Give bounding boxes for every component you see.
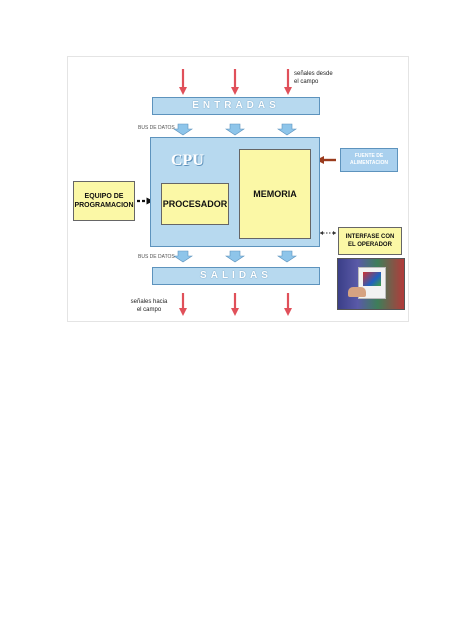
cpu-box: CPU PROCESADOR MEMORIA: [150, 137, 320, 247]
power-supply-box: FUENTE DE ALIMENTACION: [340, 148, 398, 172]
programming-box: EQUIPO DE PROGRAMACION: [73, 181, 135, 221]
power-line-2: ALIMENTACION: [350, 160, 388, 166]
outputs-bar: SALIDAS: [152, 267, 320, 285]
interface-line-2: EL OPERADOR: [348, 242, 392, 248]
programming-line-2: PROGRAMACION: [74, 202, 134, 209]
hand-graphic: [348, 287, 366, 297]
interface-line-1: INTERFASE CON: [345, 234, 395, 240]
inputs-bar: ENTRADAS: [152, 97, 320, 115]
bus-label-bottom: BUS DE DATOS: [138, 254, 175, 260]
top-note: señales desde el campo: [294, 70, 354, 86]
programming-line-1: EQUIPO DE: [84, 193, 124, 200]
arrow-layer: [132, 69, 336, 316]
bottom-note: señales hacia el campo: [124, 298, 174, 314]
inputs-bar-label: ENTRADAS: [192, 100, 280, 111]
plc-diagram: señales desde el campo ENTRADAS BUS DE D…: [67, 56, 409, 322]
power-line-1: FUENTE DE: [354, 153, 384, 159]
cpu-label: CPU: [171, 152, 204, 169]
bottom-note-line-2: el campo: [136, 307, 162, 313]
top-note-line-2: el campo: [294, 79, 319, 85]
bus-arrows-bottom: [173, 250, 297, 263]
bottom-note-line-1: señales hacia: [130, 299, 168, 305]
bus-label-top: BUS DE DATOS: [138, 125, 175, 131]
outputs-bar-label: SALIDAS: [200, 270, 272, 281]
processor-box: PROCESADOR: [161, 183, 229, 225]
bus-arrows-top: [173, 123, 297, 136]
panel-screen: [363, 272, 381, 286]
interface-box: INTERFASE CON EL OPERADOR: [338, 227, 402, 255]
operator-panel-photo: [337, 258, 405, 310]
top-note-line-1: señales desde: [294, 71, 333, 77]
memory-label: MEMORIA: [253, 189, 297, 199]
processor-label: PROCESADOR: [162, 199, 228, 209]
memory-box: MEMORIA: [239, 149, 311, 239]
